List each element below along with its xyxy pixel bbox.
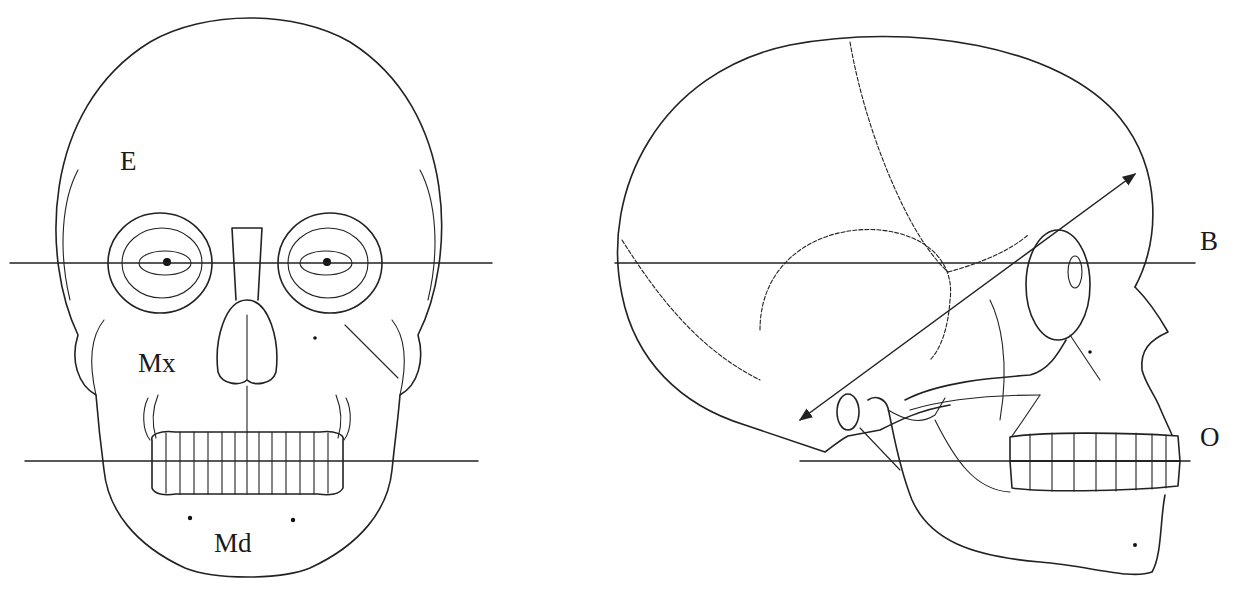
anatomical-label: O: [1200, 424, 1220, 451]
eye-point: [323, 258, 331, 266]
intermaxillary-suture: [246, 386, 247, 432]
double-arrow: [800, 174, 1135, 420]
eye-point: [163, 258, 171, 266]
reference-planes: [10, 174, 1195, 461]
teeth-upper: [1010, 433, 1180, 461]
dentition: [152, 432, 344, 495]
oblique-line: [935, 420, 1010, 492]
mental-foramen: [1133, 543, 1137, 547]
lacrimal: [1068, 256, 1082, 288]
ear-canal: [837, 394, 859, 430]
lateral-skull: [618, 36, 1180, 574]
cranium-outline: [618, 36, 1153, 452]
anatomical-label: E: [120, 148, 137, 175]
zygomatic-arch: [905, 340, 1066, 400]
tooth-divisions: [166, 432, 328, 494]
temporal-line: [990, 300, 1004, 420]
teeth-lower: [1010, 461, 1180, 491]
temporal-line: [63, 170, 78, 300]
plane-line: [615, 262, 1195, 264]
nasal-septum: [246, 315, 247, 380]
styloid: [860, 428, 900, 470]
cranium-outline: [56, 18, 442, 577]
maxilla-edge: [1012, 395, 1040, 436]
lambdoid-suture: [622, 240, 760, 380]
facial-profile: [1135, 287, 1172, 435]
nasal-bones: [232, 228, 262, 300]
coronal-suture: [850, 42, 948, 272]
anatomical-label: Mx: [138, 350, 176, 377]
mandible-notch: [888, 398, 945, 420]
frontal-skull: [56, 18, 442, 577]
squamous-suture: [760, 230, 951, 360]
mandible: [868, 398, 1165, 575]
nasal-aperture: [217, 300, 277, 384]
anatomical-label: B: [1200, 228, 1218, 255]
mental-foramen: [188, 516, 192, 520]
tooth-divisions: [1030, 433, 1166, 491]
occlusal-line: [800, 460, 1190, 462]
zygomaticomaxillary-suture: [345, 325, 398, 378]
temporal-line: [420, 170, 435, 300]
infraorbital-foramen: [1088, 350, 1092, 354]
anatomical-label: Md: [214, 530, 252, 557]
zygomatic-arch-lower: [910, 395, 1040, 410]
zygoma-edge: [92, 320, 104, 395]
sphenoid-suture: [948, 235, 1028, 272]
zygomaticomaxillary-suture: [1070, 335, 1100, 380]
infraorbital-foramen: [313, 336, 317, 340]
occlusal-line: [25, 460, 478, 462]
zygoma-edge: [392, 320, 404, 395]
plane-line: [10, 262, 492, 264]
mental-foramen: [291, 518, 295, 522]
